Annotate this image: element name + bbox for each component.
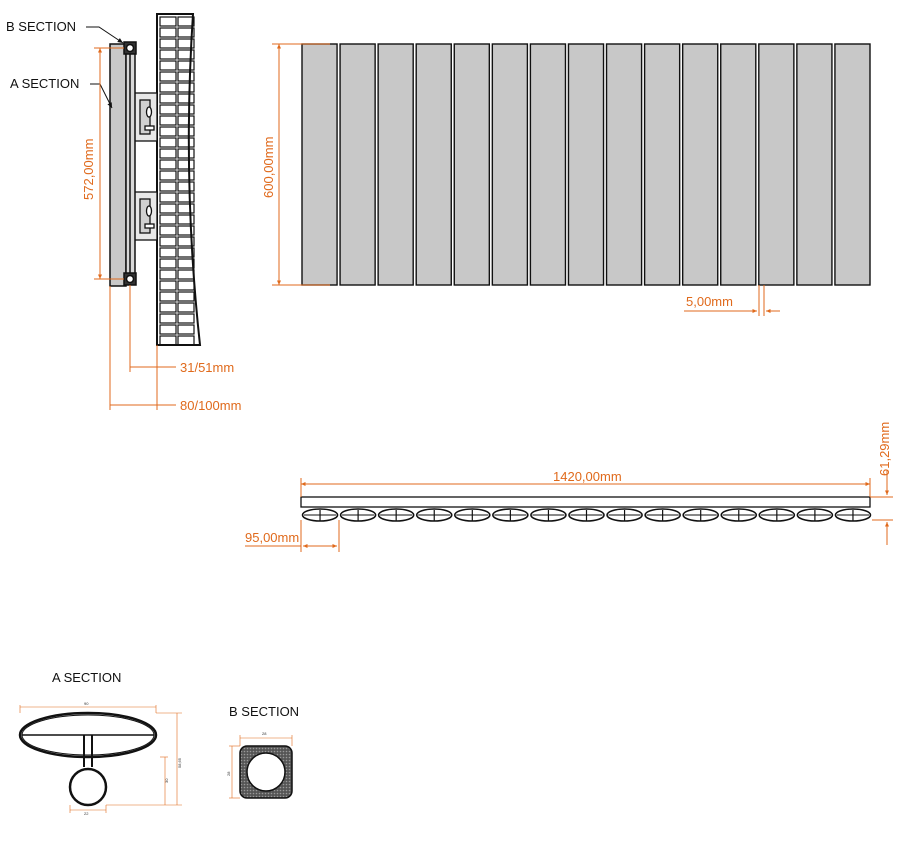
radiator-panel <box>377 43 414 286</box>
top-tube <box>796 508 834 522</box>
radiator-panel <box>758 43 795 286</box>
side-view: B SECTION A SECTION 572,00mm 31/51mm 80/… <box>6 13 241 413</box>
radiator-side <box>109 41 137 287</box>
top-depth-dimension <box>870 470 893 545</box>
b-section-detail: B SECTION 28 28 <box>226 704 299 799</box>
radiator-panel <box>834 43 871 286</box>
total-width-label: 1420,00mm <box>553 469 622 484</box>
panel-pitch-label: 95,00mm <box>245 530 299 545</box>
top-tube <box>339 508 377 522</box>
top-tube <box>492 508 529 522</box>
b-section-callout: B SECTION <box>6 19 76 34</box>
total-width-dimension <box>300 478 871 497</box>
top-tube <box>720 508 758 522</box>
top-tube <box>377 508 415 522</box>
radiator-panels <box>301 43 871 286</box>
top-tube <box>530 508 567 522</box>
top-tube <box>644 508 681 522</box>
top-depth-label: 61,29mm <box>877 422 892 476</box>
wall <box>156 13 202 346</box>
a-tube-dim: 22 <box>84 811 89 816</box>
top-view: 1420,00mm 61,29mm 95,00mm <box>245 422 893 552</box>
front-view: 600,00mm 5,00mm <box>261 43 871 316</box>
a-section-detail: A SECTION 90 58,65 30 22 <box>18 670 182 816</box>
radiator-panel <box>415 43 452 286</box>
b-height-dim: 28 <box>226 771 231 776</box>
radiator-panel <box>605 43 643 286</box>
top-tube <box>568 508 605 522</box>
depth-dimensions <box>109 285 176 410</box>
radiator-panel <box>643 43 681 286</box>
top-tube <box>453 508 491 522</box>
radiator-panel <box>567 43 605 286</box>
a-section-leader <box>90 83 113 109</box>
wall-gap-label: 31/51mm <box>180 360 234 375</box>
a-section-title: A SECTION <box>52 670 121 685</box>
panel-pitch-dimension <box>245 520 340 552</box>
panel-gap-dimension <box>684 285 780 316</box>
top-tube <box>415 508 453 522</box>
top-bar <box>300 496 871 508</box>
total-depth-label: 80/100mm <box>180 398 241 413</box>
radiator-panel <box>453 43 491 286</box>
front-height-label: 600,00mm <box>261 137 276 198</box>
a-section-callout: A SECTION <box>10 76 79 91</box>
radiator-panel <box>796 43 833 286</box>
side-height-dimension <box>94 47 124 280</box>
radiator-panel <box>529 43 567 286</box>
panel-gap-label: 5,00mm <box>686 294 733 309</box>
b-section-title: B SECTION <box>229 704 299 719</box>
top-tubes <box>301 508 872 522</box>
top-tube <box>682 508 720 522</box>
b-section-leader <box>86 26 124 44</box>
radiator-panel <box>681 43 719 286</box>
wall-bracket <box>133 92 158 241</box>
front-height-dimension <box>272 43 330 286</box>
top-tube <box>834 508 872 522</box>
b-width-dim: 28 <box>262 731 267 736</box>
top-tube <box>606 508 643 522</box>
top-tube <box>301 508 339 522</box>
radiator-panel <box>720 43 757 286</box>
radiator-panel <box>339 43 376 286</box>
radiator-panel <box>491 43 529 286</box>
a-height-dim: 58,65 <box>177 757 182 768</box>
radiator-panel <box>301 43 338 286</box>
side-height-label: 572,00mm <box>81 139 96 200</box>
a-inner-dim: 30 <box>164 778 169 783</box>
top-tube <box>758 508 796 522</box>
a-width-dim: 90 <box>84 701 89 706</box>
